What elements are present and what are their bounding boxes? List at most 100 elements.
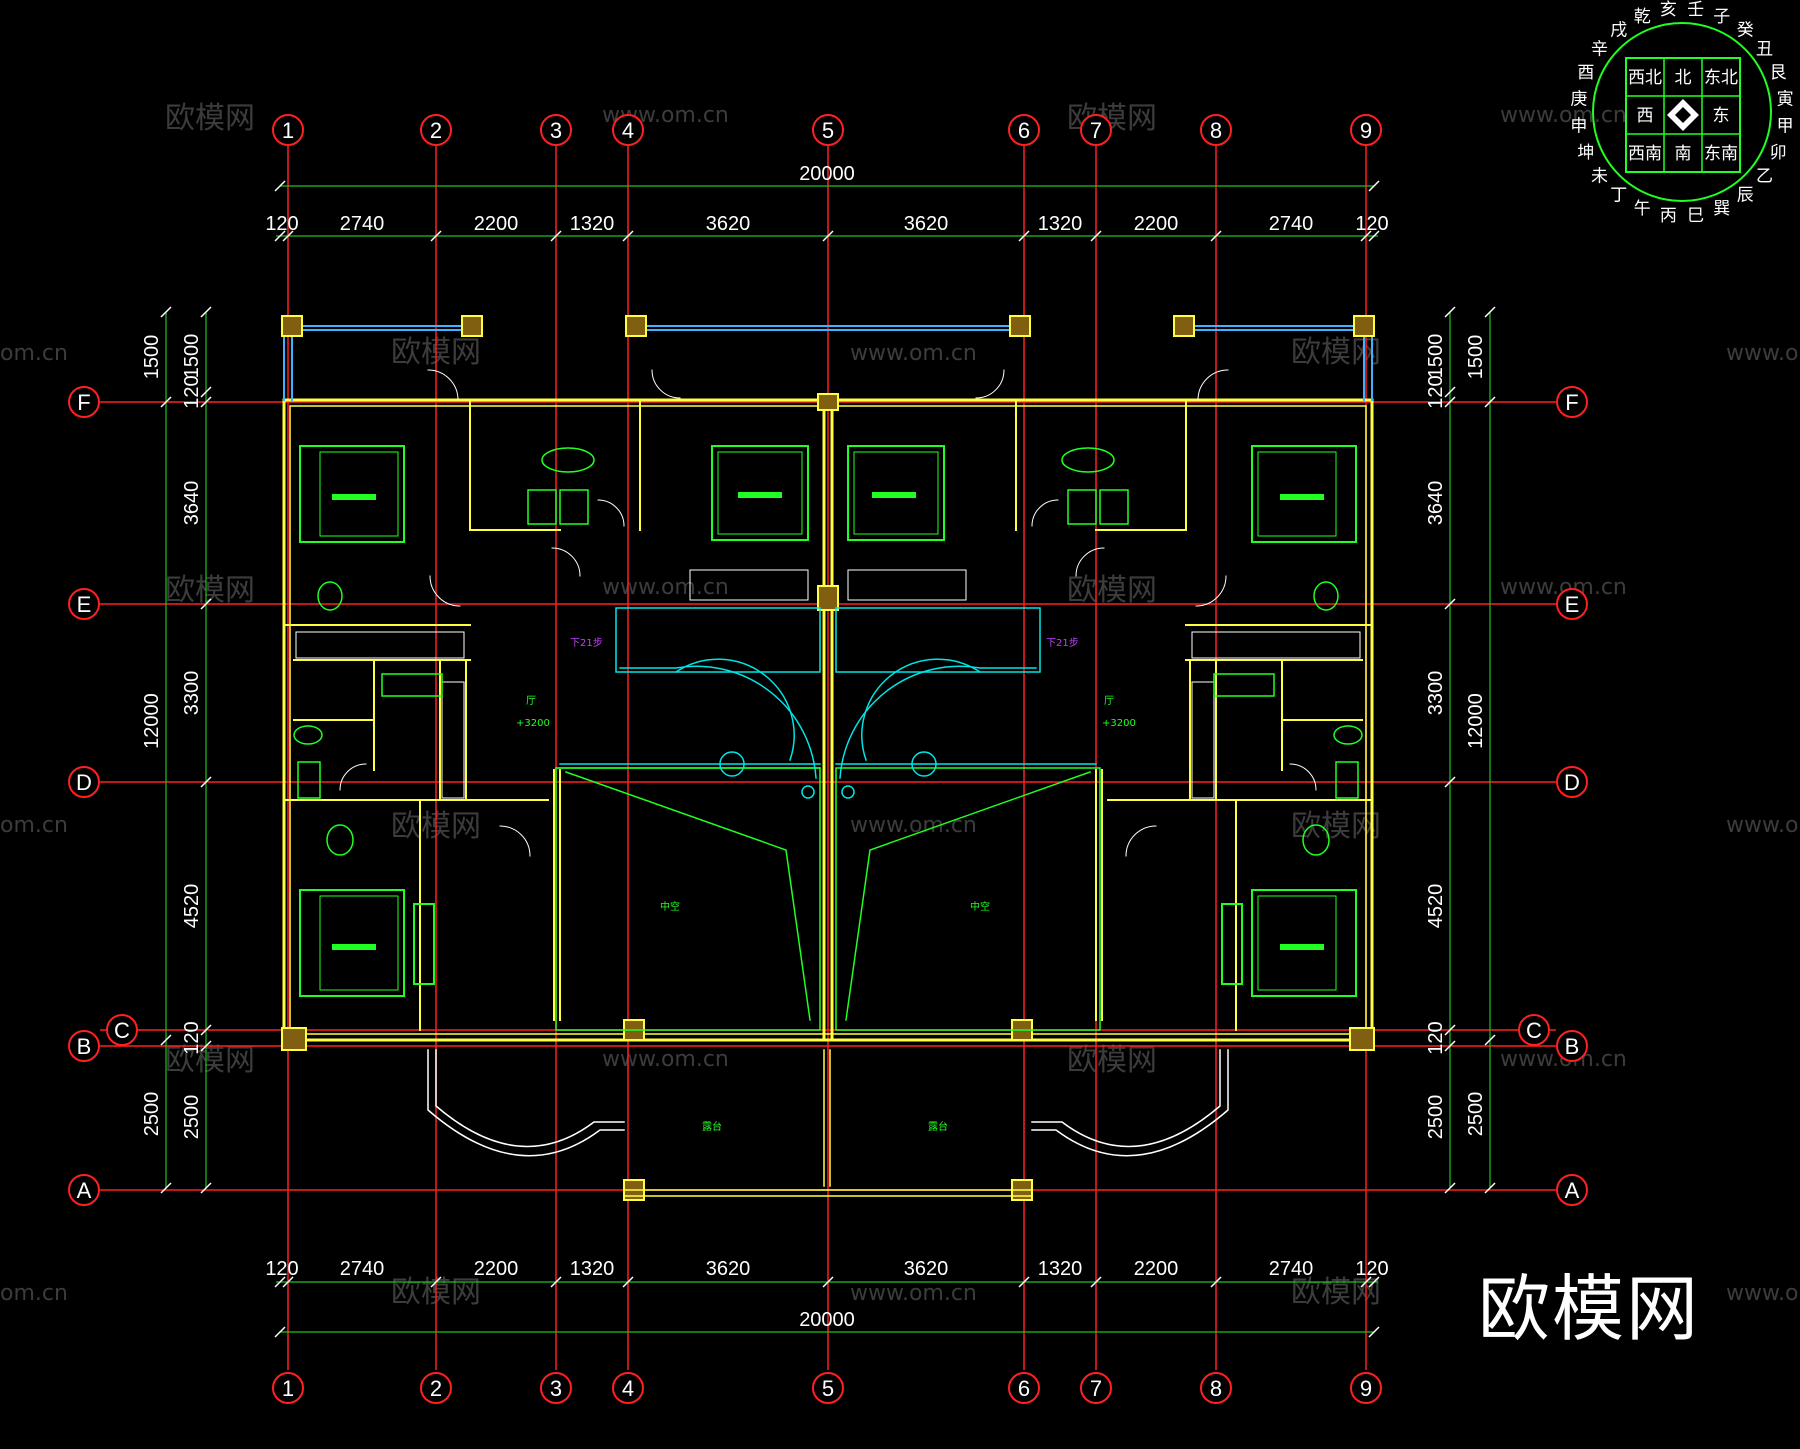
dim-top-total-tick [274, 180, 286, 192]
dim-left-outer-tick [160, 396, 172, 408]
axis-label-right-C: C [1526, 1018, 1542, 1043]
compass-ring-char: 庚 [1570, 89, 1587, 109]
axis-bubble-bottom-7 [1080, 1372, 1112, 1404]
watermark-url-short: om.cn [0, 1281, 68, 1306]
dim-top-tick [550, 230, 562, 242]
dim-left-inner-tick [200, 386, 212, 398]
dim-left-inner-tick [200, 306, 212, 318]
axis-bubble-top-8 [1200, 114, 1232, 146]
watermark-url: www.om.cn [1726, 341, 1800, 366]
axis-label-left-F: F [77, 390, 90, 415]
compass-ring-char: 未 [1591, 166, 1608, 186]
compass-grid-frame [1625, 57, 1741, 173]
dim-left-inner-tick [200, 1024, 212, 1036]
dim-bottom-label: 2200 [1134, 1258, 1179, 1280]
wardrobes [295, 569, 1361, 799]
axis-bubble-top-9 [1350, 114, 1382, 146]
dim-left-inner-label: 120 [181, 1021, 203, 1054]
dim-top-tick [1360, 230, 1372, 242]
compass-ring-char: 癸 [1737, 21, 1754, 41]
dim-right-inner-label: 120 [1425, 375, 1447, 408]
dim-bottom-tick [1360, 1276, 1372, 1288]
dim-bottom-label: 3620 [706, 1258, 751, 1280]
compass-direction-label: 南 [1675, 144, 1692, 164]
axis-bubble-left-A [68, 1174, 100, 1206]
compass-ring-char: 乾 [1634, 7, 1651, 27]
dim-top-label: 2740 [1269, 213, 1314, 235]
front-terraces [427, 1049, 1229, 1197]
dim-left-outer-tick [160, 306, 172, 318]
axis-bubble-top-1 [272, 114, 304, 146]
dim-top-tick [822, 230, 834, 242]
dim-bottom-label: 120 [1355, 1258, 1388, 1280]
axis-label-left-E: E [77, 592, 92, 617]
dim-top-label: 1320 [570, 213, 615, 235]
dim-top-label: 120 [1355, 213, 1388, 235]
room-label-terrace-right: 露台 [928, 1120, 948, 1133]
axis-bubble-left-C [106, 1014, 138, 1046]
watermark-cn: 欧模网 [1067, 1043, 1157, 1078]
dim-top-tick [274, 230, 286, 242]
beds [299, 445, 1357, 997]
dim-top-tick [1368, 230, 1380, 242]
elevation-label-right: +3200 [1102, 718, 1136, 729]
axis-label-bottom-5: 5 [822, 1376, 834, 1401]
axis-label-bottom-3: 3 [550, 1376, 562, 1401]
axis-bubble-top-6 [1008, 114, 1040, 146]
watermark-cn: 欧模网 [1067, 573, 1157, 608]
dim-bottom-tick [1368, 1276, 1380, 1288]
axis-label-bottom-2: 2 [430, 1376, 442, 1401]
dim-top-tick [1090, 230, 1102, 242]
dim-left-inner-tick [200, 396, 212, 408]
compass-ring-char: 巽 [1713, 199, 1730, 219]
watermark-url: www.om.cn [1500, 103, 1627, 128]
axis-label-top-1: 1 [282, 118, 294, 143]
atrium-void [555, 767, 1101, 1031]
dim-bottom-tick [550, 1276, 562, 1288]
watermark-url: www.om.cn [850, 1281, 977, 1306]
dim-top-tick [430, 230, 442, 242]
compass-ring-char: 巳 [1687, 206, 1704, 226]
dim-left-outer-label: 2500 [141, 1092, 163, 1137]
dim-right-outer-tick [1484, 1182, 1496, 1194]
axis-label-left-D: D [76, 770, 92, 795]
dim-right-inner-label: 2500 [1425, 1095, 1447, 1140]
dim-right-inner-label: 4520 [1425, 884, 1447, 929]
dim-left-inner-tick [200, 1040, 212, 1052]
dim-top-tick [622, 230, 634, 242]
axis-label-top-7: 7 [1090, 118, 1102, 143]
compass-direction-label: 西 [1637, 106, 1654, 126]
axis-bubble-left-F [68, 386, 100, 418]
axis-bubble-right-E [1556, 588, 1588, 620]
dim-top-label: 2200 [474, 213, 519, 235]
room-label-terrace-left: 露台 [702, 1120, 722, 1133]
axis-label-bottom-1: 1 [282, 1376, 294, 1401]
watermark-layer: 欧模网欧模网欧模网欧模网欧模网欧模网欧模网欧模网欧模网欧模网欧模网欧模网www.… [0, 101, 1800, 1310]
dim-right-outer-tick [1484, 396, 1496, 408]
dim-left-inner-tick [200, 776, 212, 788]
dim-bottom-tick [622, 1276, 634, 1288]
compass-ring-char: 辰 [1737, 186, 1754, 206]
dim-right-inner-tick [1444, 306, 1456, 318]
watermark-url-short: om.cn [0, 813, 68, 838]
axis-bubble-left-E [68, 588, 100, 620]
compass-ring-char: 甲 [1777, 117, 1794, 137]
dim-top-label: 3620 [904, 213, 949, 235]
compass-ring-char: 丑 [1756, 40, 1773, 60]
brand-logo-text: 欧模网 [1478, 1267, 1701, 1351]
dim-bottom-total-tick [274, 1326, 286, 1338]
dim-left-inner-label: 3300 [181, 671, 203, 716]
dim-bottom-tick [1090, 1276, 1102, 1288]
axis-label-left-B: B [77, 1034, 92, 1059]
dim-right-inner-tick [1444, 776, 1456, 788]
dim-right-inner-label: 3300 [1425, 671, 1447, 716]
dim-top-tick [1210, 230, 1222, 242]
axis-bubble-top-4 [612, 114, 644, 146]
dim-left-outer-tick [160, 1182, 172, 1194]
dim-right-outer-label: 12000 [1465, 693, 1487, 749]
building-plan [281, 315, 1375, 1201]
room-label-atrium-right: 中空 [970, 900, 990, 913]
dim-left-inner-label: 120 [181, 375, 203, 408]
axis-label-bottom-7: 7 [1090, 1376, 1102, 1401]
axis-bubble-bottom-4 [612, 1372, 644, 1404]
